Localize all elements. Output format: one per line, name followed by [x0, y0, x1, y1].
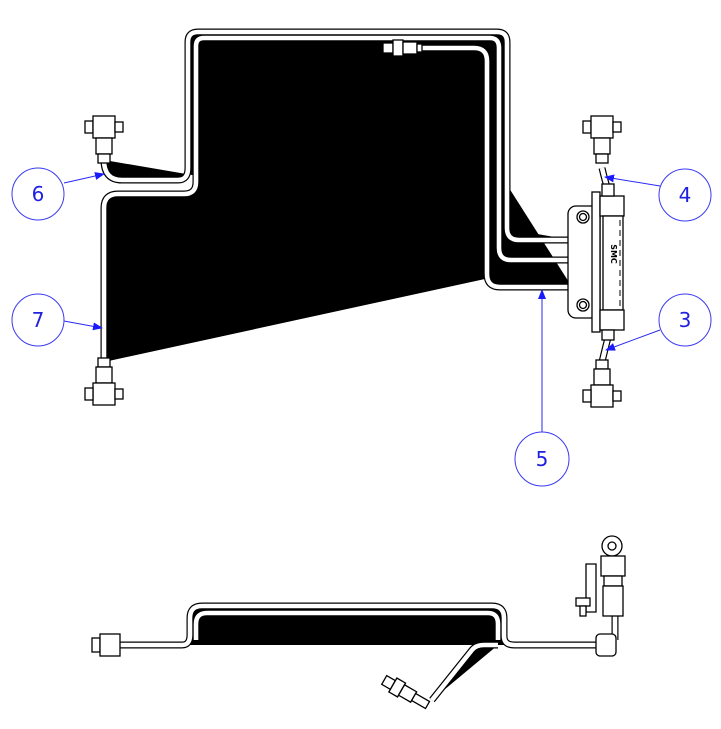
callout-6: 7	[11, 293, 103, 347]
inlet-connector	[382, 39, 423, 57]
bottom-valve-stack	[575, 535, 626, 657]
bottom-angled-connector	[380, 674, 431, 710]
elbow-fitting-3	[582, 359, 622, 408]
elbow-fitting-5	[84, 115, 124, 164]
elbow-fitting-4	[582, 115, 622, 164]
balloon-label: 3	[679, 308, 692, 332]
callout-7: 5	[514, 289, 570, 487]
bottom-left-fitting	[91, 633, 121, 657]
balloon-label: 4	[679, 183, 692, 207]
manifold-block: SMC	[567, 183, 625, 341]
balloon-label: 6	[32, 182, 45, 206]
callout-4: 4	[604, 168, 712, 222]
balloon-label: 5	[536, 447, 549, 471]
balloon-label: 7	[32, 308, 45, 332]
elbow-fitting-6	[84, 357, 124, 406]
callout-3: 3	[605, 293, 712, 351]
manifold-marking: SMC	[609, 244, 618, 264]
callout-5: 6	[11, 167, 105, 221]
